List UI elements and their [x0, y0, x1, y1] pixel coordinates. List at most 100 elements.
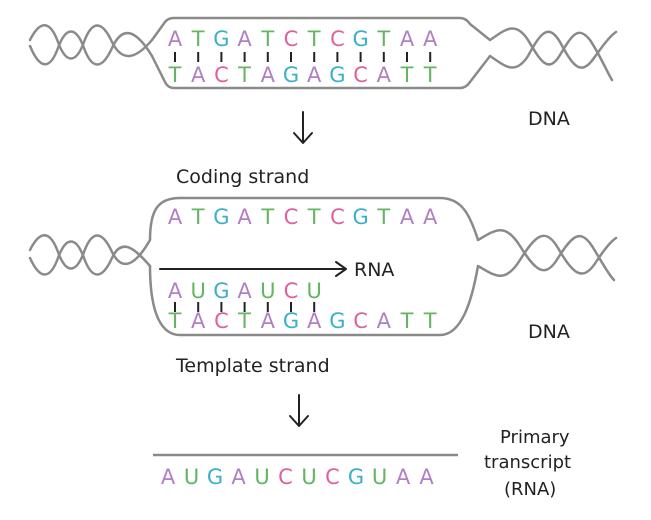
- right-helix-mid: [476, 229, 616, 282]
- base-T: T: [307, 205, 321, 229]
- base-G: G: [329, 309, 345, 333]
- base-A: A: [400, 27, 415, 51]
- primary-transcript-label-line2: transcript: [484, 452, 571, 473]
- base-C: C: [353, 63, 368, 87]
- rna-template-ticks: [174, 302, 316, 312]
- base-T: T: [191, 27, 205, 51]
- base-T: T: [237, 309, 251, 333]
- base-A: A: [168, 27, 183, 51]
- base-U: U: [307, 279, 322, 303]
- base-U: U: [301, 465, 316, 489]
- dna-label-top: DNA: [528, 108, 570, 130]
- base-G: G: [352, 205, 368, 229]
- base-U: U: [254, 465, 269, 489]
- left-helix-top-2: [28, 30, 154, 66]
- base-A: A: [168, 279, 183, 303]
- base-pair-ticks-top: [174, 52, 432, 62]
- base-A: A: [423, 27, 438, 51]
- base-G: G: [329, 63, 345, 87]
- dna-bubble-top: [150, 16, 491, 90]
- left-helix-mid: [28, 234, 152, 270]
- down-arrow-1: [293, 111, 313, 144]
- base-T: T: [400, 63, 414, 87]
- base-A: A: [191, 63, 206, 87]
- base-A: A: [261, 309, 276, 333]
- base-C: C: [214, 309, 229, 333]
- template-strand-label: Template strand: [175, 355, 330, 377]
- base-A: A: [377, 309, 392, 333]
- base-T: T: [168, 309, 182, 333]
- base-A: A: [231, 465, 246, 489]
- base-T: T: [307, 27, 321, 51]
- transcription-bubble: [148, 196, 480, 337]
- base-U: U: [260, 279, 275, 303]
- rna-direction-arrow: [159, 261, 347, 277]
- base-T: T: [400, 309, 414, 333]
- dna-label-mid: DNA: [528, 321, 570, 343]
- base-T: T: [423, 63, 437, 87]
- base-G: G: [213, 27, 229, 51]
- base-C: C: [284, 27, 299, 51]
- primary-transcript-label-line1: Primary: [500, 427, 570, 448]
- base-T: T: [237, 63, 251, 87]
- left-helix-mid-2: [28, 240, 152, 276]
- base-T: T: [376, 27, 390, 51]
- base-C: C: [214, 63, 229, 87]
- base-G: G: [207, 465, 223, 489]
- base-U: U: [184, 465, 199, 489]
- base-A: A: [237, 279, 252, 303]
- base-A: A: [191, 309, 206, 333]
- base-A: A: [161, 465, 176, 489]
- left-helix-top: [28, 24, 154, 60]
- base-A: A: [400, 205, 415, 229]
- base-G: G: [348, 465, 364, 489]
- base-U: U: [191, 279, 206, 303]
- base-C: C: [284, 205, 299, 229]
- base-T: T: [260, 27, 274, 51]
- base-T: T: [191, 205, 205, 229]
- base-A: A: [423, 205, 438, 229]
- base-C: C: [284, 279, 299, 303]
- primary-transcript-label-line3: (RNA): [504, 479, 556, 500]
- base-C: C: [353, 309, 368, 333]
- base-A: A: [168, 205, 183, 229]
- base-T: T: [168, 63, 182, 87]
- base-C: C: [325, 465, 340, 489]
- base-A: A: [396, 465, 411, 489]
- base-T: T: [376, 205, 390, 229]
- base-T: T: [423, 309, 437, 333]
- base-A: A: [307, 63, 322, 87]
- right-helix-mid-2: [476, 234, 618, 277]
- base-A: A: [237, 205, 252, 229]
- base-C: C: [330, 205, 345, 229]
- base-C: C: [278, 465, 293, 489]
- coding-strand-label: Coding strand: [176, 166, 309, 188]
- base-A: A: [261, 63, 276, 87]
- base-A: A: [419, 465, 434, 489]
- base-G: G: [352, 27, 368, 51]
- base-U: U: [372, 465, 387, 489]
- base-A: A: [237, 27, 252, 51]
- right-helix-top-2: [488, 30, 618, 69]
- base-T: T: [260, 205, 274, 229]
- base-C: C: [330, 27, 345, 51]
- base-G: G: [283, 309, 299, 333]
- base-G: G: [213, 205, 229, 229]
- down-arrow-2: [289, 394, 309, 427]
- base-A: A: [307, 309, 322, 333]
- base-A: A: [377, 63, 392, 87]
- base-G: G: [213, 279, 229, 303]
- base-G: G: [283, 63, 299, 87]
- right-helix-top: [488, 27, 614, 82]
- rna-label: RNA: [354, 259, 394, 281]
